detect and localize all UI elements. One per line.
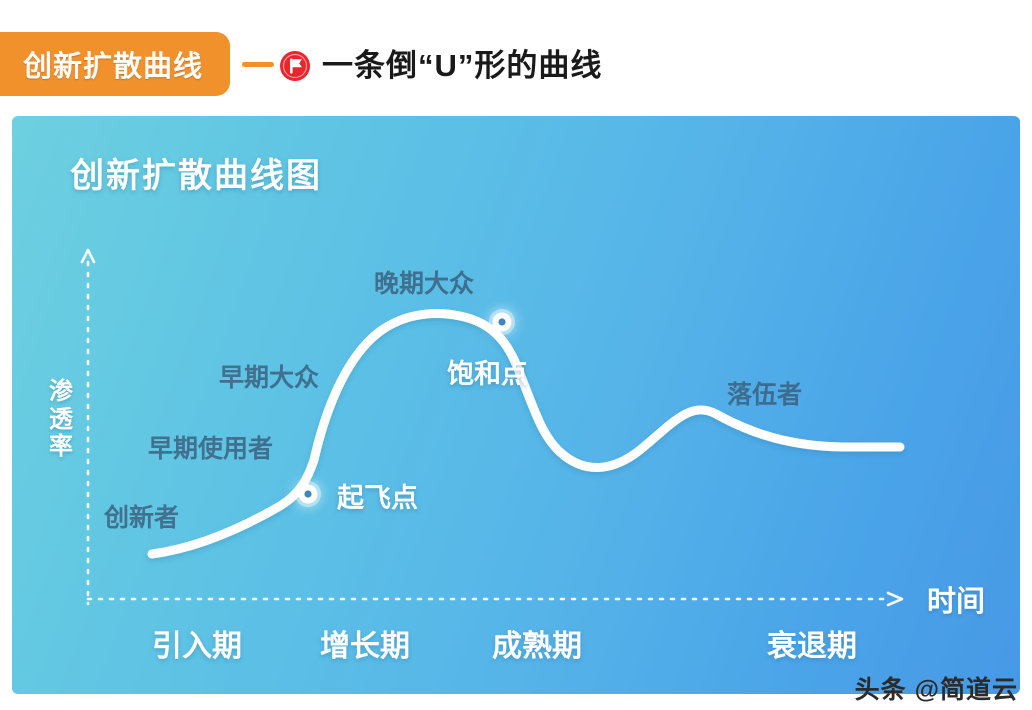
marker-label-saturation: 饱和点 xyxy=(447,359,528,389)
segment-label-early-adopters: 早期使用者 xyxy=(148,435,274,463)
page-header: 创新扩散曲线 一条倒“U”形的曲线 xyxy=(0,0,1032,112)
phase-label-introduction: 引入期 xyxy=(152,630,242,663)
marker-takeoff xyxy=(295,481,321,507)
badge-connector-line xyxy=(242,62,274,67)
y-axis xyxy=(80,248,96,606)
segment-label-innovators: 创新者 xyxy=(104,504,180,532)
diffusion-curve-graphic xyxy=(80,248,905,607)
red-flag-icon xyxy=(279,50,311,82)
segment-label-early-majority: 早期大众 xyxy=(219,364,320,392)
y-axis-label: 渗 透 率 xyxy=(44,378,78,461)
topic-badge-label: 创新扩散曲线 xyxy=(22,51,203,83)
topic-badge: 创新扩散曲线 xyxy=(0,32,230,96)
segment-label-late-majority: 晚期大众 xyxy=(374,270,475,298)
x-axis-label: 时间 xyxy=(927,586,986,618)
segment-label-laggards: 落伍者 xyxy=(727,381,803,409)
chart-title: 创新扩散曲线图 xyxy=(70,157,322,195)
y-axis-label-char-1: 渗 xyxy=(49,378,73,405)
header-title: 一条倒“U”形的曲线 xyxy=(322,48,603,83)
chart-panel: 创新扩散曲线图 渗 透 率 时间 xyxy=(12,116,1020,694)
x-axis xyxy=(86,591,904,607)
curve-line xyxy=(147,309,905,559)
phase-label-maturity: 成熟期 xyxy=(492,630,582,663)
marker-saturation xyxy=(489,309,515,335)
y-axis-label-char-2: 透 xyxy=(49,405,73,433)
phase-label-decline: 衰退期 xyxy=(767,630,857,663)
watermark: 头条 @简道云 xyxy=(854,676,1018,704)
y-axis-label-char-3: 率 xyxy=(49,433,73,461)
phase-label-growth: 增长期 xyxy=(320,630,410,663)
marker-label-takeoff: 起飞点 xyxy=(337,483,418,513)
